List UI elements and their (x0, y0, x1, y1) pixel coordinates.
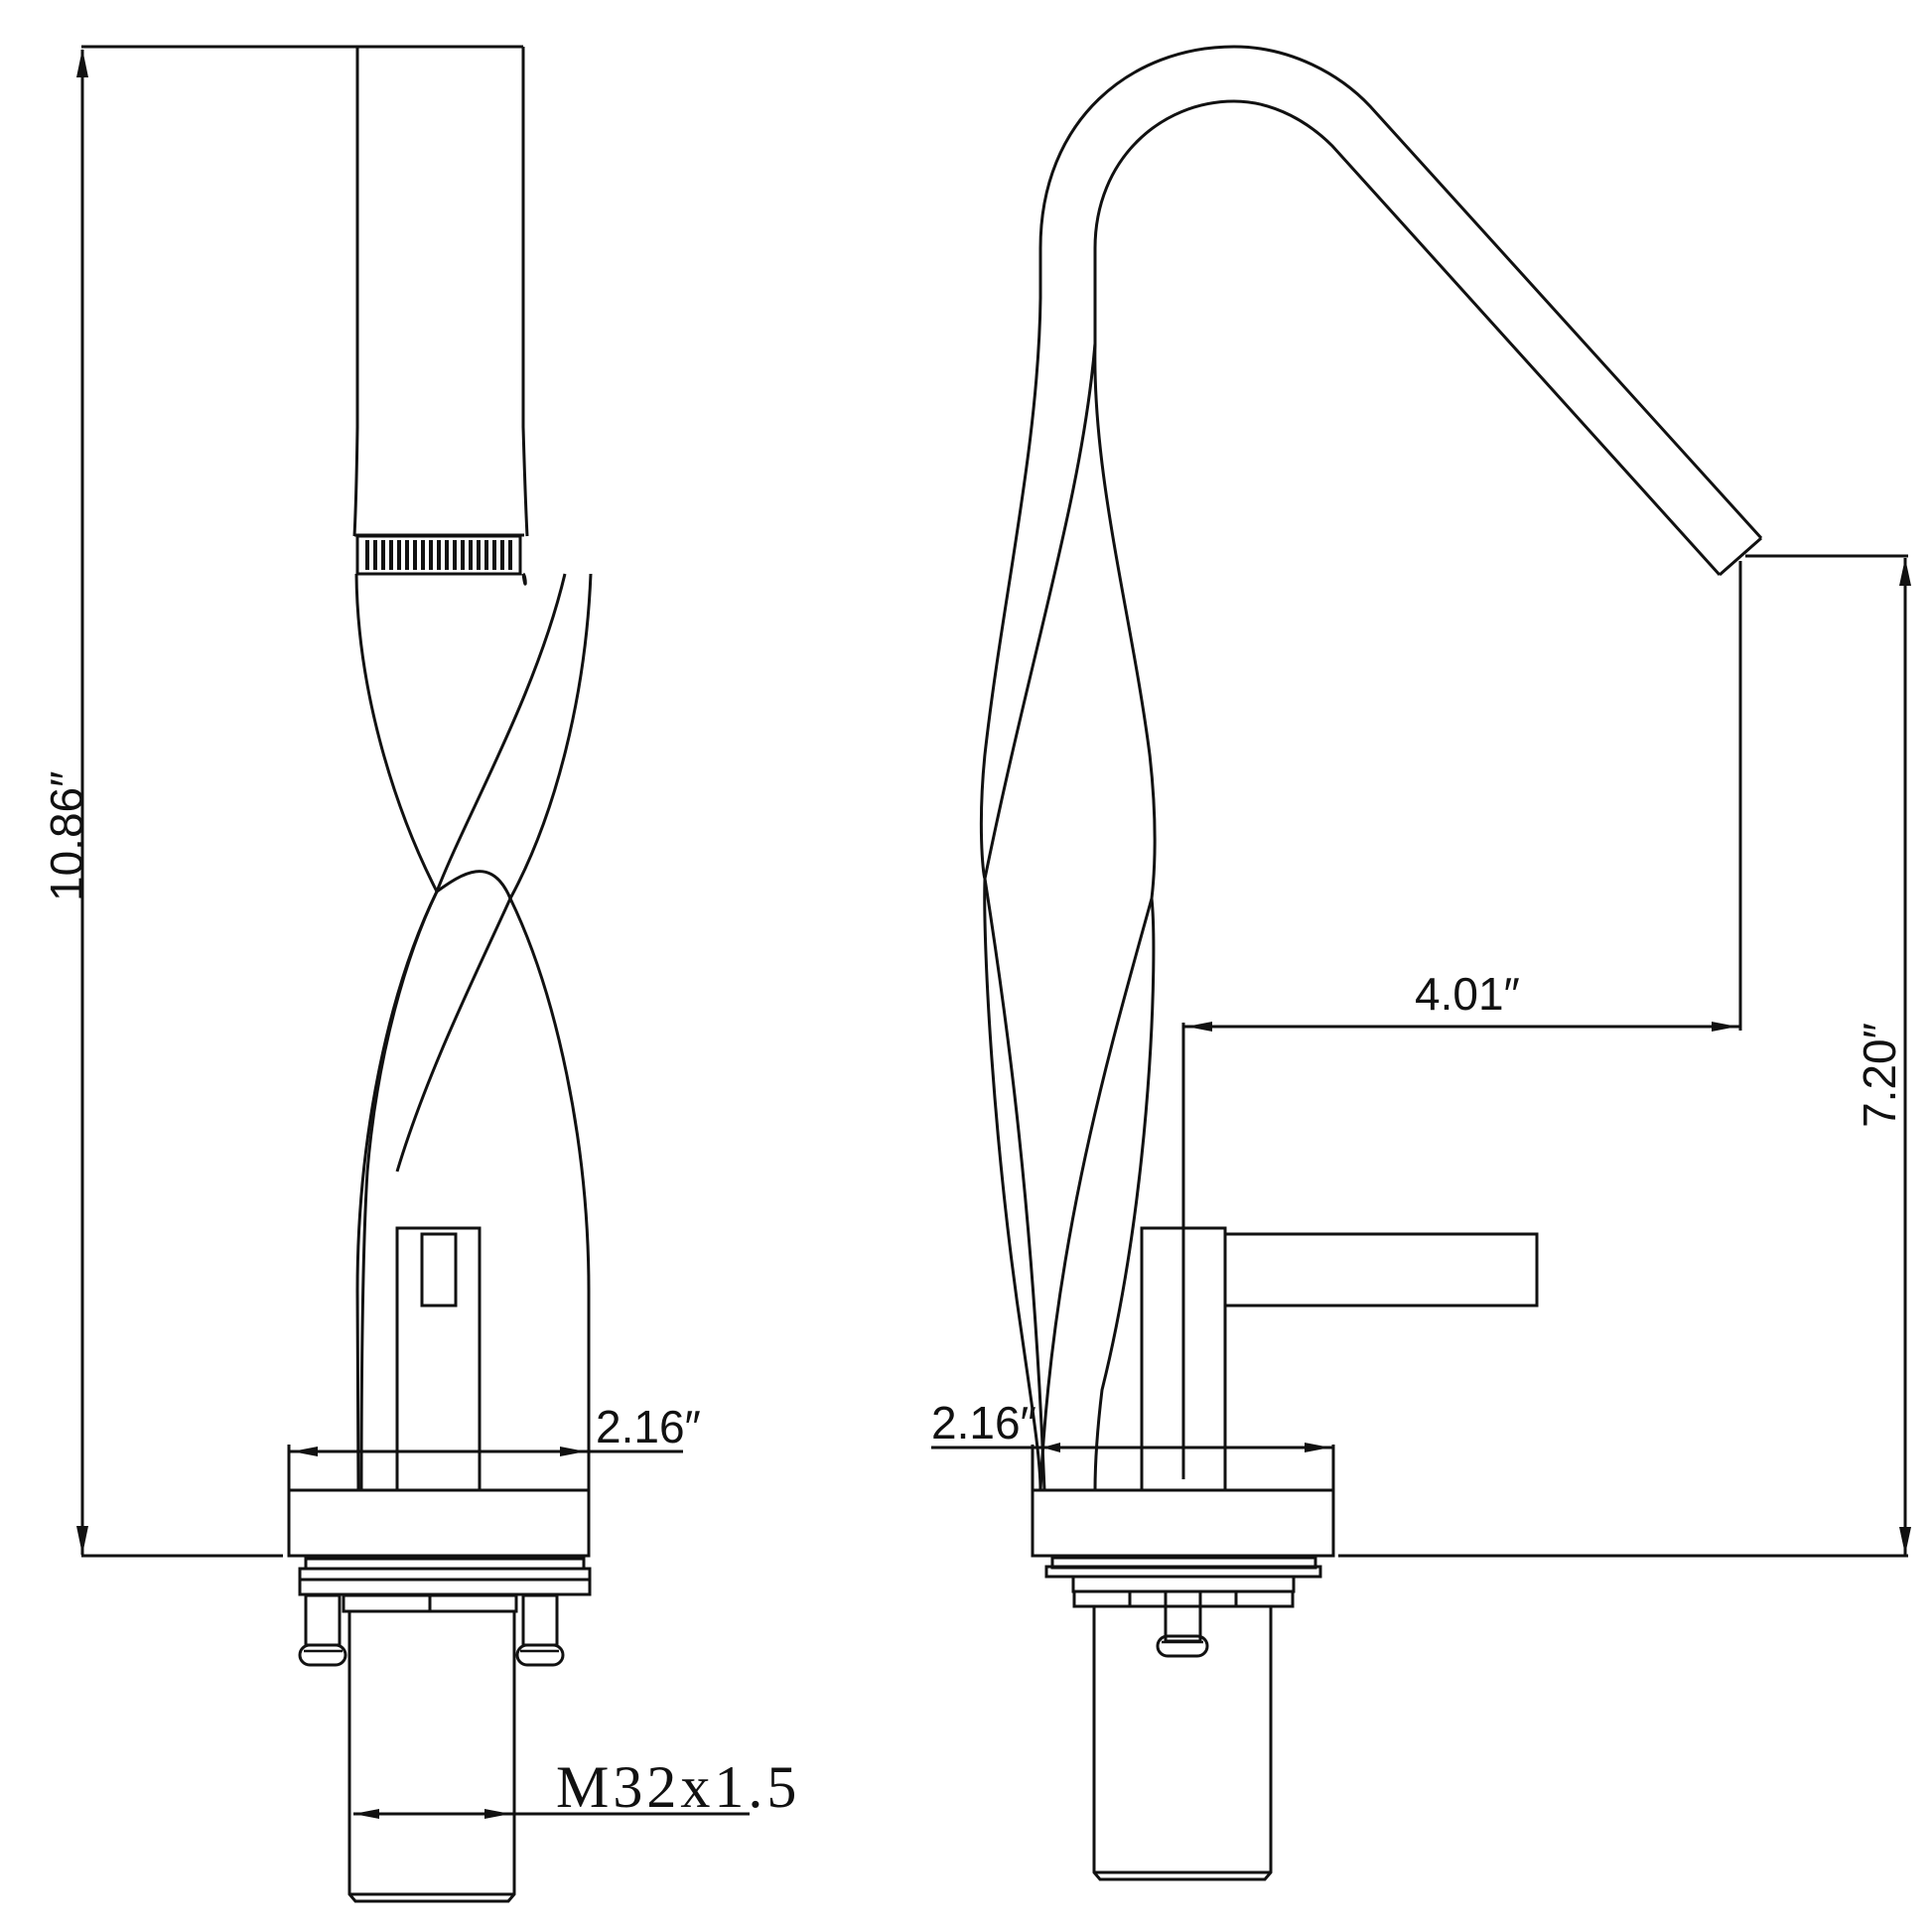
twisted-body-front (354, 572, 593, 1492)
front-view (76, 45, 750, 1903)
label-spout-height: 7.20″ (1854, 1023, 1905, 1128)
dimension-side-base-width (931, 1443, 1335, 1491)
base-escutcheon-side (1031, 1488, 1335, 1558)
twisted-body-side (979, 297, 1157, 1491)
spout-body-front (352, 47, 529, 576)
lever (1223, 1232, 1539, 1308)
spout-outlet (1719, 536, 1762, 577)
dimension-thread (353, 1809, 750, 1819)
side-view (931, 45, 1911, 1881)
dimension-spout-height (1338, 554, 1911, 1558)
base-escutcheon-front (287, 1488, 591, 1558)
label-side-base-width: 2.16″ (931, 1397, 1036, 1449)
dimension-total-height (76, 45, 523, 1558)
dimension-front-base-width (287, 1445, 683, 1491)
label-front-base-width: 2.16″ (596, 1401, 701, 1452)
mounting-hardware-side (1044, 1556, 1322, 1881)
mounting-hardware-front (298, 1557, 592, 1903)
label-total-height: 10.86″ (41, 770, 92, 901)
gooseneck-spout (1038, 45, 1763, 577)
label-thread-spec: M32x1.5 (556, 1754, 801, 1820)
label-spout-reach: 4.01″ (1415, 968, 1520, 1020)
dimension-spout-reach (1181, 561, 1742, 1479)
handle-side[interactable] (1140, 1226, 1539, 1492)
